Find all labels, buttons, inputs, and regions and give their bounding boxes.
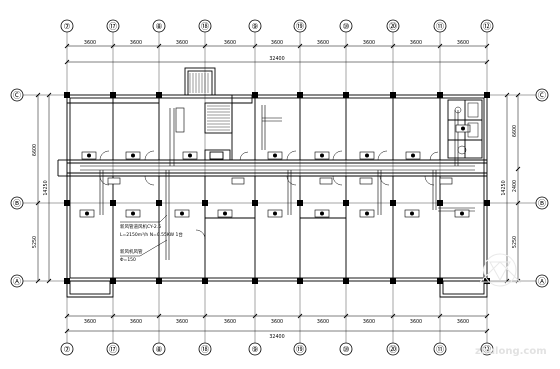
- dim-top: 3600: [84, 40, 96, 46]
- top-axis-bubbles: ⑦ ⑰ ⑧ ⑱ ⑨ ⑲ ⑩ ⑳ ⑪ ⑫: [60, 19, 494, 33]
- dim-left-lower: 5250: [32, 236, 38, 248]
- axis-label-row: Ⓑ: [13, 199, 21, 208]
- structural-columns: [64, 92, 490, 284]
- row-axis-bubbles: Ⓒ Ⓑ Ⓐ Ⓒ Ⓑ Ⓐ: [10, 88, 549, 288]
- dim-top: 3600: [271, 40, 283, 46]
- bottom-dimension-texts: 3600 3600 3600 3600 3600 3600 3600 3600 …: [84, 319, 469, 340]
- fresh-air-ducts: [80, 105, 475, 260]
- note-leaders: [120, 214, 168, 257]
- axis-label-bottom: ⑧: [155, 345, 162, 354]
- dim-bottom: 3600: [130, 319, 142, 325]
- note-fan-model: 新风管道风机CY-2.5: [120, 223, 161, 230]
- dim-top: 3600: [457, 40, 469, 46]
- axis-label-top: ⑫: [483, 22, 491, 31]
- top-dimension-texts: 3600 3600 3600 3600 3600 3600 3600 3600 …: [84, 40, 469, 62]
- axis-label-top: ⑲: [296, 22, 304, 31]
- fan-coil-markers: [85, 126, 465, 216]
- dim-right-total: 14250: [501, 180, 507, 195]
- dim-bottom: 3600: [224, 319, 236, 325]
- axis-label-bottom: ⑦: [63, 345, 70, 354]
- stair-hatching: [189, 73, 230, 131]
- bottom-axis-bubbles: ⑦ ⑰ ⑧ ⑱ ⑨ ⑲ ⑩ ⑳ ⑪ ⑫: [60, 342, 494, 356]
- dim-top: 3600: [317, 40, 329, 46]
- axis-label-row: Ⓒ: [13, 91, 21, 100]
- axis-label-bottom: ⑫: [483, 345, 491, 354]
- equipment-notes: 新风管道风机CY-2.5 L=2150m³/h N=0.55KW 1台 新风机风…: [120, 223, 183, 263]
- axis-label-top: ⑦: [63, 22, 70, 31]
- axis-label-row: Ⓒ: [538, 91, 546, 100]
- dim-top: 3600: [410, 40, 422, 46]
- axis-label-bottom: ⑳: [389, 345, 397, 354]
- dim-right-upper: 6600: [512, 125, 518, 137]
- dim-top-total: 32400: [269, 56, 284, 62]
- axis-label-bottom: ⑪: [436, 345, 444, 354]
- dim-right-lower: 5250: [512, 236, 518, 248]
- dim-left-total: 14250: [43, 180, 49, 195]
- dim-bottom: 3600: [271, 319, 283, 325]
- watermark-logo: [478, 253, 522, 287]
- dim-top: 3600: [130, 40, 142, 46]
- dim-bottom: 3600: [457, 319, 469, 325]
- axis-label-bottom: ⑱: [201, 345, 209, 354]
- axis-label-bottom: ⑨: [251, 345, 258, 354]
- axis-label-bottom: ⑰: [109, 345, 117, 354]
- axis-label-row: Ⓑ: [538, 199, 546, 208]
- toilet-fixtures: [454, 102, 479, 155]
- note-fan-spec: L=2150m³/h N=0.55KW 1台: [120, 231, 183, 238]
- dim-bottom: 3600: [363, 319, 375, 325]
- watermark-text: zhulong.com: [475, 346, 547, 357]
- axis-label-bottom: ⑲: [296, 345, 304, 354]
- axis-label-top: ⑨: [251, 22, 258, 31]
- watermark: zhulong.com: [475, 253, 547, 357]
- axis-label-bottom: ⑩: [342, 345, 349, 354]
- axis-label-row: Ⓐ: [13, 277, 21, 286]
- dim-right-middle: 2400: [512, 180, 518, 192]
- axis-label-top: ⑳: [389, 22, 397, 31]
- dim-bottom-total: 32400: [269, 334, 284, 340]
- note-duct-size: Φ=150: [120, 257, 136, 263]
- dim-left-upper: 6600: [32, 144, 38, 156]
- top-dimension-lines: [64, 43, 490, 65]
- note-duct-label: 新风机风管: [120, 248, 143, 255]
- dim-top: 3600: [363, 40, 375, 46]
- dim-bottom: 3600: [410, 319, 422, 325]
- axis-label-top: ⑧: [155, 22, 162, 31]
- side-dimension-texts: 6600 14250 5250 14250 6600 2400 5250: [32, 125, 518, 248]
- building-walls: [57, 67, 488, 298]
- fan-coil-units: [79, 124, 471, 218]
- dim-bottom: 3600: [317, 319, 329, 325]
- dim-bottom: 3600: [84, 319, 96, 325]
- bottom-dimension-lines: [64, 313, 490, 334]
- axis-label-top: ⑩: [342, 22, 349, 31]
- side-dimension-lines: [35, 92, 521, 284]
- axis-label-top: ⑪: [436, 22, 444, 31]
- axis-label-row: Ⓐ: [538, 277, 546, 286]
- axis-label-top: ⑱: [201, 22, 209, 31]
- dim-top: 3600: [176, 40, 188, 46]
- axis-label-top: ⑰: [109, 22, 117, 31]
- dim-top: 3600: [224, 40, 236, 46]
- dim-bottom: 3600: [176, 319, 188, 325]
